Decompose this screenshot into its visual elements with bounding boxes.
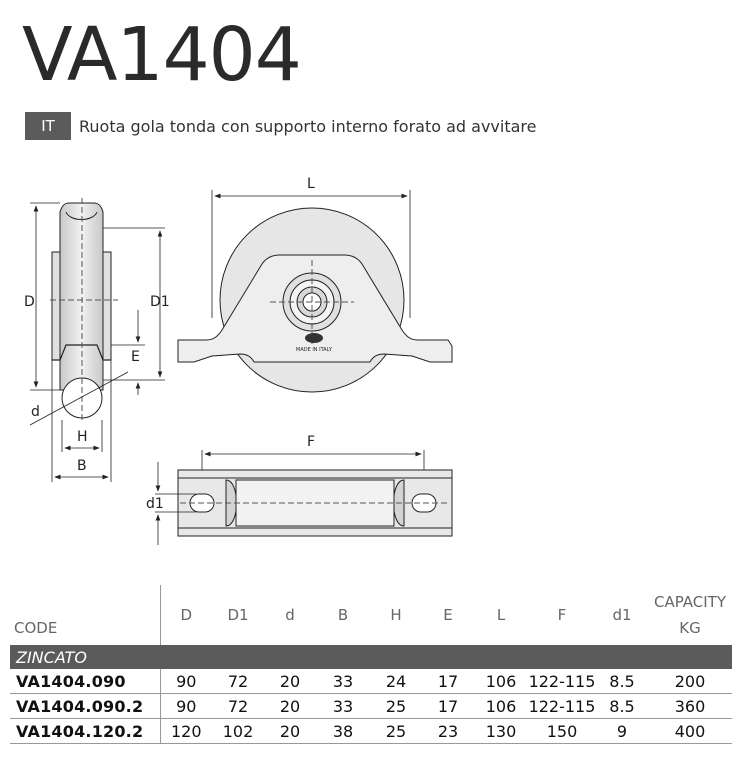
category-row: ZINCATO — [10, 645, 732, 669]
label-d: d — [31, 404, 40, 420]
label-L: L — [307, 176, 315, 192]
header-F: F — [557, 606, 567, 624]
cell-d: 20 — [264, 693, 316, 719]
cell-H: 25 — [370, 718, 422, 744]
cell-B: 38 — [316, 718, 370, 744]
cell-code: VA1404.120.2 — [10, 718, 160, 744]
header-capacity-line1: CAPACITY — [653, 593, 727, 611]
cell-capacity: 200 — [648, 669, 732, 694]
cell-capacity: 400 — [648, 718, 732, 744]
cell-L: 130 — [474, 718, 528, 744]
table-row: VA1404.090.2 90 72 20 33 25 17 106 122-1… — [10, 693, 732, 719]
header-capacity-line2: KG — [679, 619, 701, 637]
table-row: VA1404.120.2 120 102 20 38 25 23 130 150… — [10, 718, 732, 744]
product-description: Ruota gola tonda con supporto interno fo… — [79, 116, 537, 136]
cell-E: 17 — [422, 669, 474, 694]
cell-L: 106 — [474, 693, 528, 719]
header-E: E — [443, 606, 453, 624]
language-row: IT Ruota gola tonda con supporto interno… — [25, 112, 537, 140]
cell-d: 20 — [264, 718, 316, 744]
cell-d1: 9 — [596, 718, 648, 744]
cell-F: 122-115 — [528, 693, 596, 719]
cell-F: 150 — [528, 718, 596, 744]
cell-D: 90 — [159, 693, 212, 719]
cell-E: 17 — [422, 693, 474, 719]
label-D1: D1 — [150, 294, 170, 310]
header-capacity: CAPACITY KG — [648, 585, 732, 645]
category-label: ZINCATO — [10, 645, 160, 669]
cell-D: 90 — [159, 669, 212, 694]
cell-D1: 102 — [212, 718, 264, 744]
label-D: D — [24, 294, 35, 310]
header-d1: d1 — [612, 606, 632, 624]
cell-D1: 72 — [212, 693, 264, 719]
cell-d1: 8.5 — [596, 693, 648, 719]
front-view — [177, 190, 453, 393]
cell-B: 33 — [316, 693, 370, 719]
label-d1: d1 — [146, 496, 164, 512]
bottom-view — [155, 450, 453, 545]
cell-F: 122-115 — [528, 669, 596, 694]
cell-code: VA1404.090 — [10, 669, 160, 694]
made-in-italy-stamp: MADE IN ITALY — [296, 347, 333, 353]
cell-D1: 72 — [212, 669, 264, 694]
cell-H: 25 — [370, 693, 422, 719]
product-title: VA1404 — [22, 12, 302, 98]
cell-D: 120 — [159, 718, 212, 744]
cell-L: 106 — [474, 669, 528, 694]
cell-H: 24 — [370, 669, 422, 694]
header-D: D — [159, 585, 212, 645]
label-B: B — [77, 458, 87, 474]
cell-E: 23 — [422, 718, 474, 744]
header-B: B — [337, 606, 349, 624]
table-header-row: CODE D D1 d B H E L F d1 CAPACITY KG — [10, 585, 732, 645]
side-view — [29, 198, 165, 482]
label-E: E — [131, 349, 140, 365]
header-d: d — [285, 606, 295, 624]
header-code: CODE — [14, 619, 58, 637]
language-badge: IT — [25, 112, 71, 140]
label-F: F — [307, 434, 315, 450]
category-band — [160, 645, 732, 669]
cell-capacity: 360 — [648, 693, 732, 719]
label-H: H — [77, 429, 88, 445]
header-L: L — [496, 606, 506, 624]
cell-d: 20 — [264, 669, 316, 694]
header-H: H — [390, 606, 402, 624]
header-D1: D1 — [227, 606, 249, 624]
table-row: VA1404.090 90 72 20 33 24 17 106 122-115… — [10, 669, 732, 694]
spec-table: CODE D D1 d B H E L F d1 CAPACITY KG ZINC… — [10, 585, 732, 744]
cell-B: 33 — [316, 669, 370, 694]
cell-d1: 8.5 — [596, 669, 648, 694]
cell-code: VA1404.090.2 — [10, 693, 160, 719]
technical-drawing: D D1 E d H B L MADE IN ITALY — [24, 176, 453, 545]
